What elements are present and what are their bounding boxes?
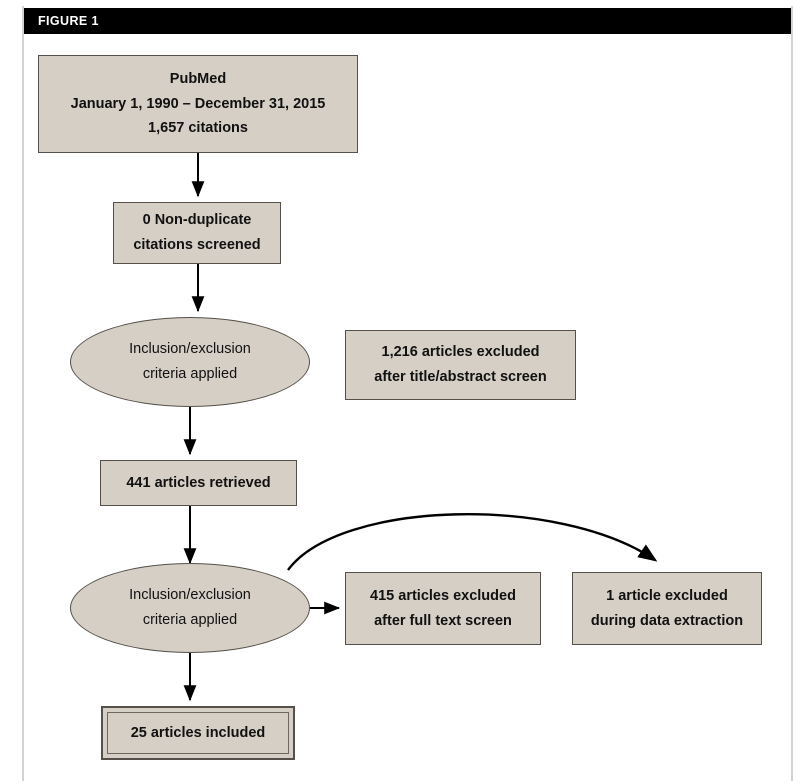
node-pubmed-line-1: PubMed (169, 70, 227, 87)
node-articles-included: 25 articles included (101, 706, 295, 760)
node-nonduplicate-citations: 0 Non-duplicate citations screened (113, 202, 281, 264)
node-excluded3-line-1: 1 article excluded (606, 587, 728, 604)
figure-header-bar: FIGURE 1 (24, 8, 791, 34)
node-excluded2-line-1: 415 articles excluded (370, 587, 516, 604)
node-excluded-full-text: 415 articles excluded after full text sc… (345, 572, 541, 645)
node-pubmed-line-2: January 1, 1990 – December 31, 2015 (70, 95, 326, 112)
node-retrieved-line-1: 441 articles retrieved (126, 474, 271, 491)
node-nonduplicate-line-2: citations screened (133, 237, 261, 253)
node-criteria1-line-1: Inclusion/exclusion (129, 341, 251, 358)
node-criteria-applied-1: Inclusion/exclusion criteria applied (70, 317, 310, 407)
node-excluded2-line-2: after full text screen (374, 612, 512, 629)
node-nonduplicate-line-1: 0 Non-duplicate (142, 212, 252, 229)
node-excluded3-line-2: during data extraction (590, 612, 744, 629)
node-excluded1-line-1: 1,216 articles excluded (381, 344, 540, 361)
edge-criteria2-to-excluded3-curve (287, 513, 658, 571)
node-pubmed: PubMed January 1, 1990 – December 31, 20… (38, 55, 358, 153)
figure-header-label: FIGURE 1 (38, 14, 99, 28)
node-pubmed-line-3: 1,657 citations (148, 120, 248, 137)
node-excluded1-line-2: after title/abstract screen (374, 369, 547, 385)
node-criteria2-line-2: criteria applied (142, 612, 238, 628)
node-criteria2-line-1: Inclusion/exclusion (129, 587, 251, 604)
node-criteria1-line-2: criteria applied (142, 366, 238, 382)
node-criteria-applied-2: Inclusion/exclusion criteria applied (70, 563, 310, 653)
node-excluded-data-extraction: 1 article excluded during data extractio… (572, 572, 762, 645)
node-included-inner: 25 articles included (107, 712, 289, 754)
node-included-line-1: 25 articles included (130, 724, 266, 741)
node-excluded-title-abstract: 1,216 articles excluded after title/abst… (345, 330, 576, 400)
node-articles-retrieved: 441 articles retrieved (100, 460, 297, 506)
